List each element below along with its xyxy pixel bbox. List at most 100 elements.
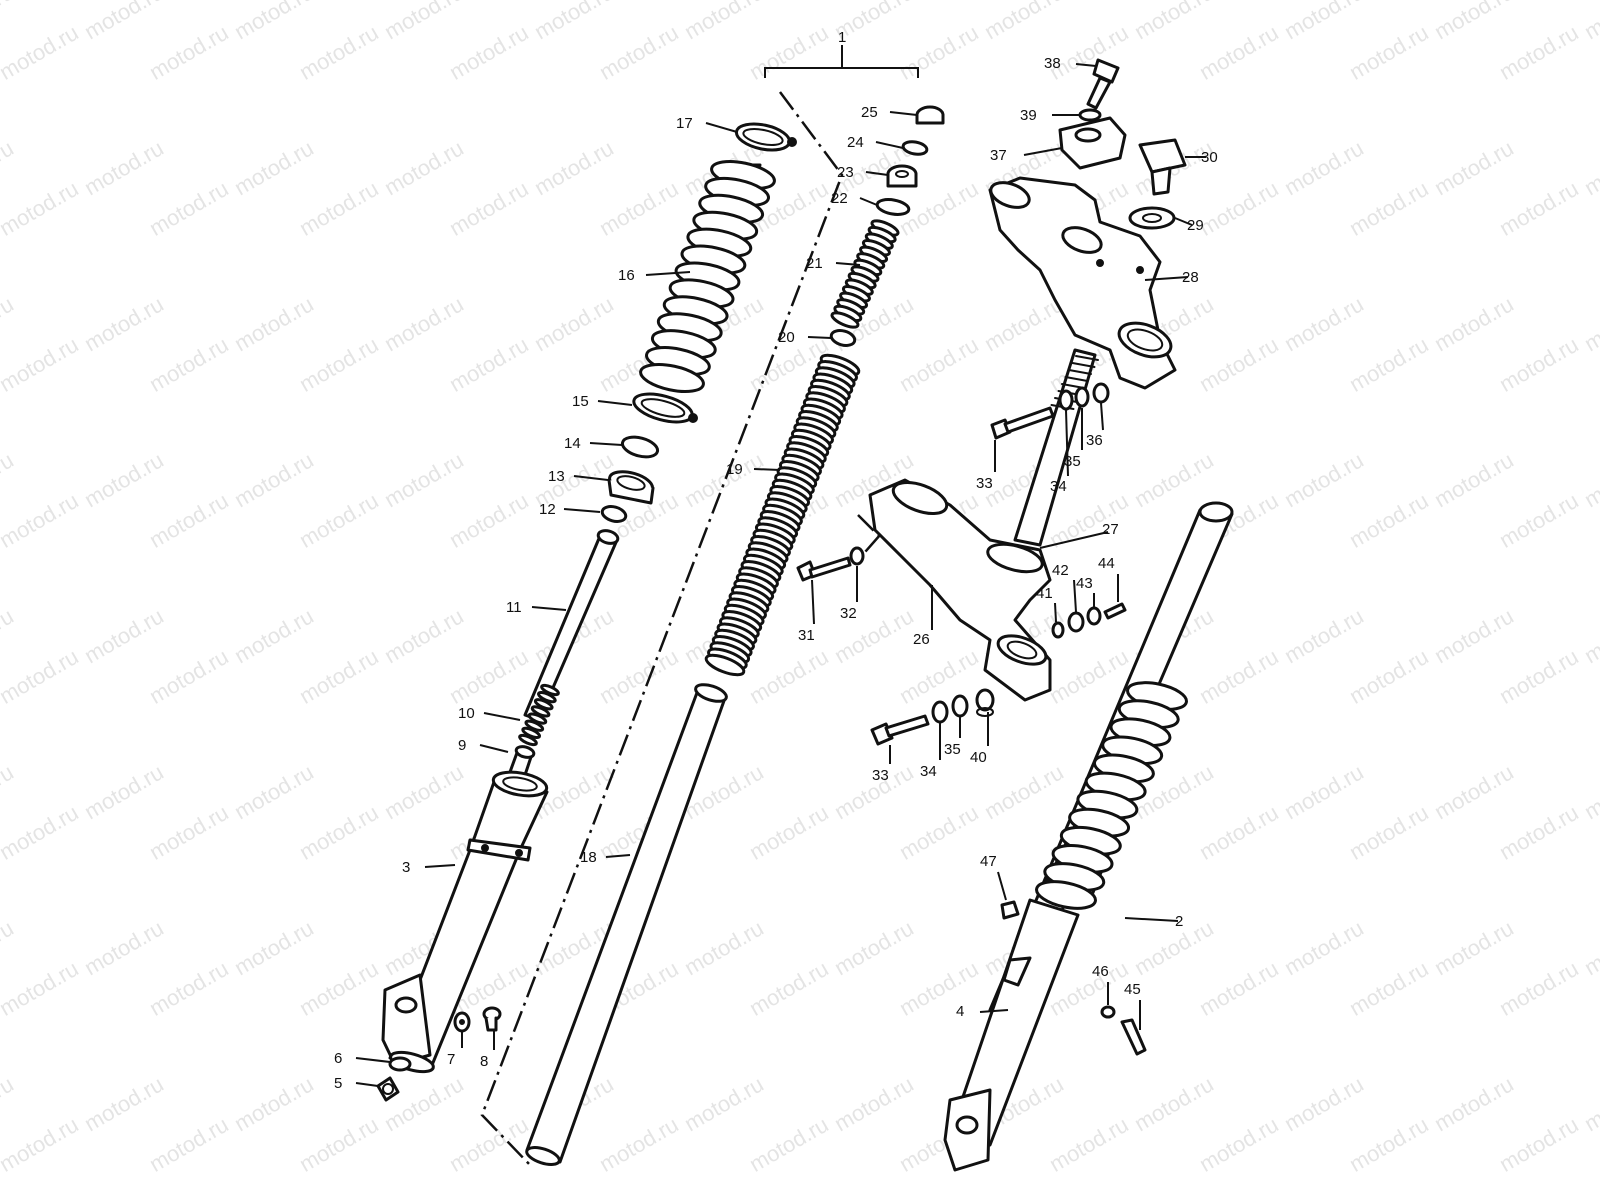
watermark-text: motod.ru: [530, 135, 618, 200]
oil-seal-13: [607, 470, 655, 505]
watermark-text: motod.ru: [1345, 332, 1433, 397]
rebound-spring-10: [518, 683, 560, 747]
watermark-text: motod.ru: [895, 644, 983, 709]
watermark-text: motod.ru: [1130, 915, 1218, 980]
watermark-text: motod.ru: [1280, 759, 1368, 824]
watermark-text: motod.ru: [80, 915, 168, 980]
watermark-text: motod.ru: [1580, 0, 1600, 44]
watermark-text: motod.ru: [1280, 915, 1368, 980]
callout-c15: 15: [572, 393, 589, 410]
watermark-text: motod.ru: [595, 176, 683, 241]
watermark-text: motod.ru: [230, 915, 318, 980]
watermark-text: motod.ru: [745, 800, 833, 865]
watermark-text: motod.ru: [1345, 20, 1433, 85]
callout-c10: 10: [458, 705, 475, 722]
callout-c34a: 34: [1050, 478, 1067, 495]
watermark-text: motod.ru: [80, 291, 168, 356]
watermark-text: motod.ru: [1195, 800, 1283, 865]
leader-line-c15: [597, 400, 633, 406]
callout-c3: 3: [402, 859, 410, 876]
watermark-text: motod.ru: [1130, 1071, 1218, 1136]
leader-line-c24: [875, 141, 904, 149]
washer-29: [1128, 206, 1176, 230]
callout-c17: 17: [676, 115, 693, 132]
leader-line-c12: [563, 508, 601, 513]
watermark-text: motod.ru: [595, 1112, 683, 1177]
watermark-text: motod.ru: [530, 291, 618, 356]
watermark-text: motod.ru: [1495, 332, 1583, 397]
leader-line-c41: [1054, 602, 1057, 623]
watermark-text: motod.ru: [295, 332, 383, 397]
callout-c12: 12: [539, 501, 556, 518]
watermark-text: motod.ru: [680, 447, 768, 512]
callout-c44: 44: [1098, 555, 1115, 572]
watermark-text: motod.ru: [1580, 915, 1600, 980]
watermark-text: motod.ru: [380, 759, 468, 824]
watermark-text: motod.ru: [1130, 0, 1218, 44]
watermark-text: motod.ru: [1430, 1071, 1518, 1136]
leader-line-c36: [1100, 402, 1104, 431]
watermark-text: motod.ru: [1495, 20, 1583, 85]
watermark-text: motod.ru: [295, 176, 383, 241]
spacer-20: [829, 329, 857, 347]
callout-c35a: 35: [1064, 453, 1081, 470]
washer-35-lower: [951, 694, 969, 718]
watermark-text: motod.ru: [0, 603, 18, 668]
callout-c6: 6: [334, 1050, 342, 1067]
watermark-text: motod.ru: [1280, 1071, 1368, 1136]
leader-line-c42: [1073, 579, 1077, 613]
watermark-text: motod.ru: [0, 20, 83, 85]
spring-seat-23: [886, 164, 918, 188]
watermark-text: motod.ru: [0, 332, 83, 397]
watermark-text: motod.ru: [80, 603, 168, 668]
watermark-text: motod.ru: [1495, 176, 1583, 241]
fork-assembly-2: [988, 501, 1234, 1022]
watermark-text: motod.ru: [145, 644, 233, 709]
watermark-text: motod.ru: [1580, 603, 1600, 668]
circlip-24: [901, 140, 929, 156]
watermark-text: motod.ru: [80, 1071, 168, 1136]
watermark-text: motod.ru: [595, 644, 683, 709]
watermark-text: motod.ru: [295, 956, 383, 1021]
cap-bolt-30: [1138, 138, 1187, 196]
oil-lock-piece-9: [508, 745, 536, 777]
callout-c35b: 35: [944, 741, 961, 758]
watermark-text: motod.ru: [1345, 956, 1433, 1021]
watermark-text: motod.ru: [0, 176, 83, 241]
callout-c20: 20: [778, 329, 795, 346]
callout-c28: 28: [1182, 269, 1199, 286]
watermark-text: motod.ru: [1580, 447, 1600, 512]
watermark-text: motod.ru: [1045, 1112, 1133, 1177]
watermark-text: motod.ru: [295, 800, 383, 865]
watermark-text: motod.ru: [1495, 488, 1583, 553]
callout-c33b: 33: [872, 767, 889, 784]
watermark-text: motod.ru: [145, 20, 233, 85]
callout-c11: 11: [506, 599, 522, 616]
callout-c16: 16: [618, 267, 635, 284]
leader-line-c17: [705, 122, 738, 133]
watermark-text: motod.ru: [895, 956, 983, 1021]
watermark-text: motod.ru: [1345, 488, 1433, 553]
holder-37: [1058, 116, 1127, 170]
gasket-6: [388, 1056, 412, 1072]
watermark-text: motod.ru: [0, 291, 18, 356]
watermark-text: motod.ru: [1495, 1112, 1583, 1177]
watermark-text: motod.ru: [1045, 20, 1133, 85]
callout-c18: 18: [580, 849, 597, 866]
callout-c45: 45: [1124, 981, 1141, 998]
leader-line-c28: [1144, 276, 1189, 281]
callout-c4: 4: [956, 1003, 964, 1020]
leader-line-c4: [979, 1009, 1009, 1013]
watermark-text: motod.ru: [445, 488, 533, 553]
watermark-text: motod.ru: [0, 0, 18, 44]
washer-35-upper: [1074, 386, 1090, 408]
leader-line-c14: [589, 442, 623, 446]
leader-line-c31: [811, 579, 815, 625]
leader-line-c34a: [1065, 409, 1069, 477]
callout-c2: 2: [1175, 913, 1183, 930]
group-label: 1: [838, 29, 846, 46]
watermark-text: motod.ru: [895, 20, 983, 85]
watermark-text: motod.ru: [830, 1071, 918, 1136]
callout-c23: 23: [837, 164, 854, 181]
watermark-text: motod.ru: [895, 800, 983, 865]
